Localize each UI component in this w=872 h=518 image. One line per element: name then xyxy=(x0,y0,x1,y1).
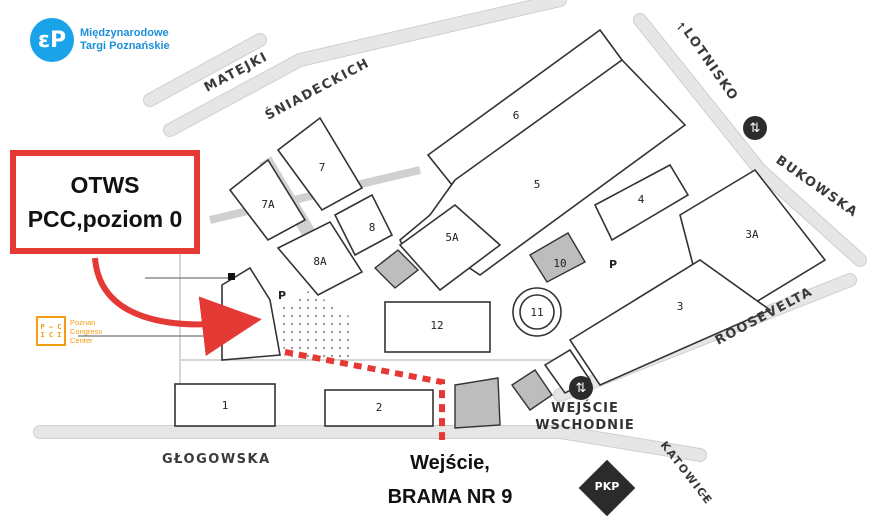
hall-5a xyxy=(398,203,502,292)
east-entrance-line1: WEJŚCIE xyxy=(551,401,619,416)
walking-route xyxy=(284,349,445,440)
hall-7 xyxy=(276,116,364,212)
hall-11-label: 11 xyxy=(530,306,543,319)
otws-subtitle: PCC,poziom 0 xyxy=(27,206,183,232)
hall-7-label: 7 xyxy=(319,161,326,174)
arrows-swap-icon: ⇅ xyxy=(743,116,767,140)
hall-2 xyxy=(324,389,434,427)
pcc-line3: Center xyxy=(70,335,93,345)
parking-label-east: P xyxy=(609,258,617,271)
parking-label-west: P xyxy=(278,289,286,302)
hall-3a-label: 3A xyxy=(745,228,759,241)
red-arrow xyxy=(92,257,262,356)
hall-8a xyxy=(276,220,364,297)
hall-10-label: 10 xyxy=(553,257,566,270)
entrance-line2: BRAMA NR 9 xyxy=(387,486,513,508)
gate-building xyxy=(454,377,501,429)
hall-2-label: 2 xyxy=(376,401,383,414)
grey-block-a xyxy=(373,249,420,289)
otws-marker xyxy=(228,273,235,280)
arrow-icon: ⇅ xyxy=(569,376,593,400)
mtp-logo-text: Międzynarodowe Targi Poznańskie xyxy=(80,27,170,53)
hall-8a-label: 8A xyxy=(313,255,327,268)
east-entrance-label: WEJŚCIE WSCHODNIE xyxy=(530,400,640,434)
street-lotnisko: LOTNISKO xyxy=(680,26,741,105)
east-entrance-line2: WSCHODNIE xyxy=(535,418,635,433)
hall-8 xyxy=(333,193,394,257)
pkp-label: PKP xyxy=(594,480,620,493)
hall-3 xyxy=(568,259,772,387)
plaza-area xyxy=(278,290,355,360)
hall-1 xyxy=(174,383,276,427)
street-glogowska: GŁOGOWSKA xyxy=(162,452,271,467)
hall-4 xyxy=(593,163,690,242)
pcc-line1: Poznan xyxy=(70,317,96,327)
hall-12-label: 12 xyxy=(430,319,443,332)
pcc-logo: P — C I C I Poznan Congress Center xyxy=(36,316,102,346)
entrance-line1: Wejście, xyxy=(410,452,490,474)
mtp-logo-line1: Międzynarodowe xyxy=(80,27,169,39)
entrance-label: Wejście, BRAMA NR 9 xyxy=(360,446,540,514)
hall-5a-label: 5A xyxy=(445,231,459,244)
buildings: 6 5 5A 7 7A 8 8A 4 10 3A 3 12 xyxy=(174,28,827,429)
pcc-building xyxy=(221,266,281,361)
katowice-arrow-icon: ➘ xyxy=(700,489,710,503)
mtp-logo-mark: ɛP xyxy=(30,18,74,62)
pcc-mark-top: P — C xyxy=(40,323,62,331)
mtp-logo-line2: Targi Poznańskie xyxy=(80,40,170,52)
pcc-mark-mid: I C I xyxy=(40,331,62,339)
pcc-line2: Congress xyxy=(70,326,103,336)
hall-12 xyxy=(384,301,491,353)
hall-8-label: 8 xyxy=(369,221,376,234)
hall-4-label: 4 xyxy=(638,193,645,206)
hall-6-label: 6 xyxy=(513,109,520,122)
hall-10 xyxy=(529,232,586,283)
hall-11-inner xyxy=(519,294,555,330)
pcc-logo-mark: P — C I C I xyxy=(36,316,66,346)
hall-5-label: 5 xyxy=(534,178,541,191)
otws-callout: OTWS PCC,poziom 0 xyxy=(10,150,200,254)
hall-3-label: 3 xyxy=(677,300,684,313)
hall-1-label: 1 xyxy=(222,399,229,412)
mtp-logo: ɛP Międzynarodowe Targi Poznańskie xyxy=(30,18,170,62)
lotnisko-arrow-icon: ➚ xyxy=(676,19,686,33)
pcc-logo-text: Poznan Congress Center xyxy=(70,318,102,345)
hall-7a xyxy=(228,158,307,242)
hall-7a-label: 7A xyxy=(261,198,275,211)
grey-block-b xyxy=(511,369,553,411)
otws-title: OTWS xyxy=(70,172,140,198)
